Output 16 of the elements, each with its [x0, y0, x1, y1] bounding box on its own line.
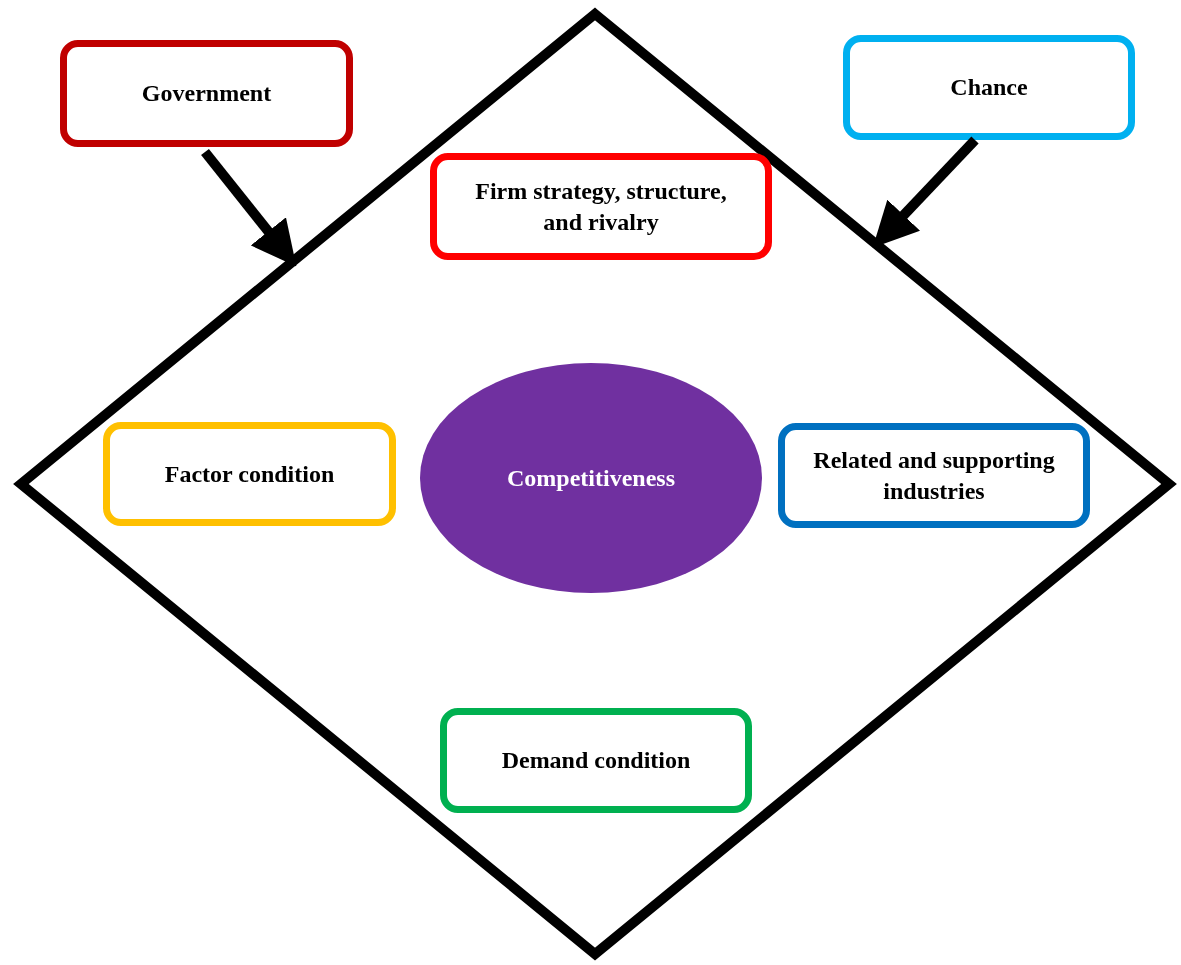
process-box	[440, 708, 752, 813]
process-box	[843, 35, 1135, 140]
arrow	[201, 148, 297, 267]
diamond-frame	[15, 8, 1175, 960]
process-box	[778, 423, 1090, 528]
node-label: Competitiveness	[506, 463, 676, 493]
node-label: Demand condition	[500, 746, 692, 775]
arrow	[872, 136, 979, 248]
process-box	[60, 40, 353, 147]
node-label: Firm strategy, structure, and rivalry	[474, 176, 728, 237]
node-label: Chance	[949, 73, 1029, 102]
node-label: Related and supporting industries	[812, 445, 1056, 506]
process-box	[430, 153, 772, 260]
process-box	[103, 422, 396, 526]
node-label: Government	[140, 79, 273, 108]
node-label: Factor condition	[163, 459, 336, 489]
